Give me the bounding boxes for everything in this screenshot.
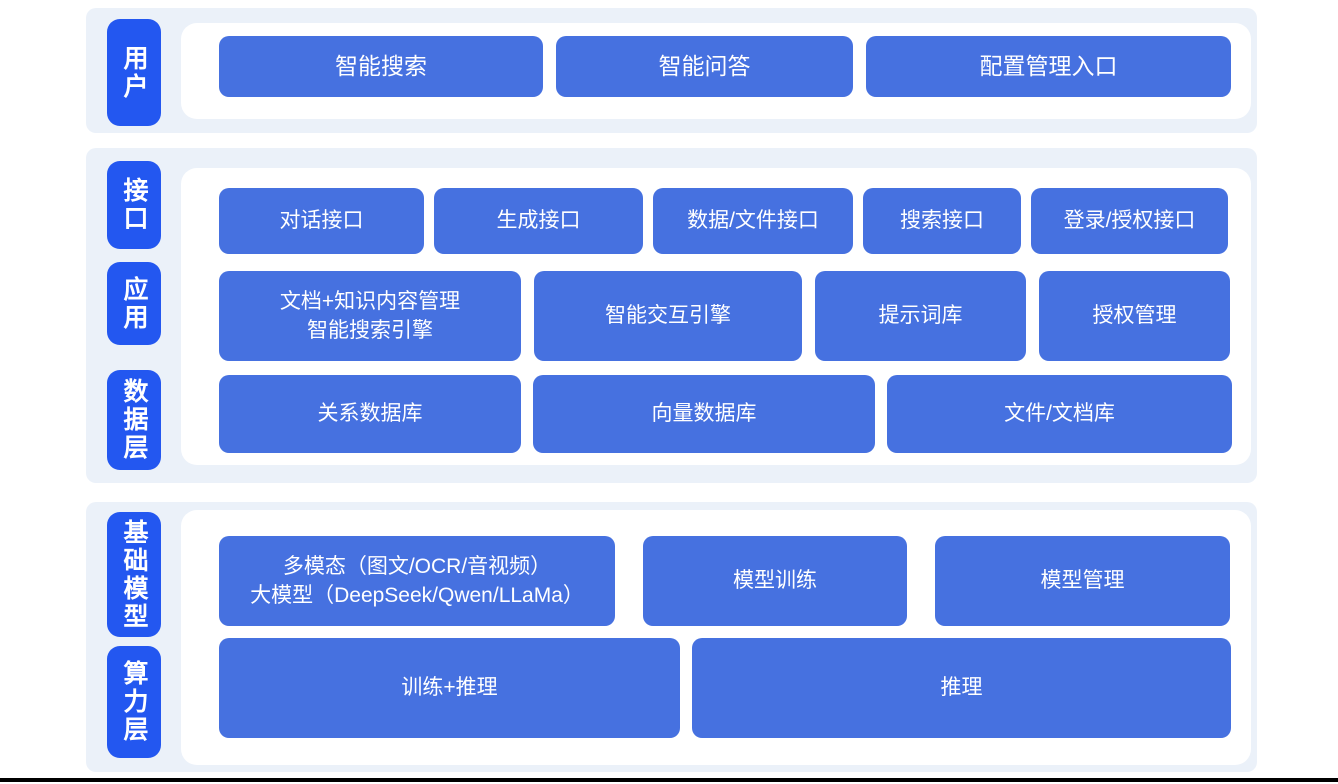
layer-group-base: 基础模型 算力层 多模态（图文/OCR/音视频） 大模型（DeepSeek/Qw… — [86, 502, 1257, 772]
box-file-document-store: 文件/文档库 — [887, 375, 1232, 453]
box-interactive-engine: 智能交互引擎 — [534, 271, 802, 361]
box-smart-search: 智能搜索 — [219, 36, 543, 97]
layer-group-middle: 接口 应用 数据层 对话接口 生成接口 数据/文件接口 搜索接口 登录/授权接口… — [86, 148, 1257, 483]
bottom-border-line — [0, 778, 1338, 782]
compute-layer-row: 训练+推理 推理 — [181, 638, 1251, 738]
box-smart-qa: 智能问答 — [556, 36, 853, 97]
user-layer-row: 智能搜索 智能问答 配置管理入口 — [181, 36, 1251, 97]
layer-label-base-model: 基础模型 — [107, 512, 161, 637]
box-dialog-api: 对话接口 — [219, 188, 424, 254]
box-line: 智能搜索引擎 — [307, 319, 433, 342]
box-line: 多模态（图文/OCR/音视频） — [282, 554, 552, 578]
box-vector-database: 向量数据库 — [533, 375, 875, 453]
box-login-auth-api: 登录/授权接口 — [1031, 188, 1228, 254]
layer-label-application: 应用 — [107, 262, 161, 345]
box-authorization-management: 授权管理 — [1039, 271, 1230, 361]
box-doc-knowledge-search-engine: 文档+知识内容管理 智能搜索引擎 — [219, 271, 521, 361]
interface-layer-row: 对话接口 生成接口 数据/文件接口 搜索接口 登录/授权接口 — [181, 188, 1251, 254]
layer-label-user: 用户 — [107, 19, 161, 126]
box-inference: 推理 — [692, 638, 1231, 738]
box-prompt-library: 提示词库 — [815, 271, 1026, 361]
middle-layers-panel: 对话接口 生成接口 数据/文件接口 搜索接口 登录/授权接口 文档+知识内容管理… — [181, 168, 1251, 465]
box-model-training: 模型训练 — [643, 536, 907, 626]
layer-label-data: 数据层 — [107, 370, 161, 470]
box-relational-database: 关系数据库 — [219, 375, 521, 453]
user-layer-panel: 智能搜索 智能问答 配置管理入口 — [181, 23, 1251, 119]
application-layer-row: 文档+知识内容管理 智能搜索引擎 智能交互引擎 提示词库 授权管理 — [181, 271, 1251, 361]
layer-label-interface: 接口 — [107, 161, 161, 249]
layer-label-compute: 算力层 — [107, 646, 161, 758]
box-model-management: 模型管理 — [935, 536, 1230, 626]
box-data-file-api: 数据/文件接口 — [653, 188, 853, 254]
box-generation-api: 生成接口 — [434, 188, 643, 254]
box-multimodal-llm: 多模态（图文/OCR/音视频） 大模型（DeepSeek/Qwen/LLaMa） — [219, 536, 615, 626]
data-layer-row: 关系数据库 向量数据库 文件/文档库 — [181, 375, 1251, 453]
box-training-inference: 训练+推理 — [219, 638, 680, 738]
layer-group-user: 用户 智能搜索 智能问答 配置管理入口 — [86, 8, 1257, 133]
base-layers-panel: 多模态（图文/OCR/音视频） 大模型（DeepSeek/Qwen/LLaMa）… — [181, 510, 1251, 765]
box-config-management-entry: 配置管理入口 — [866, 36, 1231, 97]
box-line: 大模型（DeepSeek/Qwen/LLaMa） — [250, 584, 584, 607]
base-model-row: 多模态（图文/OCR/音视频） 大模型（DeepSeek/Qwen/LLaMa）… — [181, 536, 1251, 626]
box-line: 文档+知识内容管理 — [279, 289, 461, 313]
box-search-api: 搜索接口 — [863, 188, 1021, 254]
